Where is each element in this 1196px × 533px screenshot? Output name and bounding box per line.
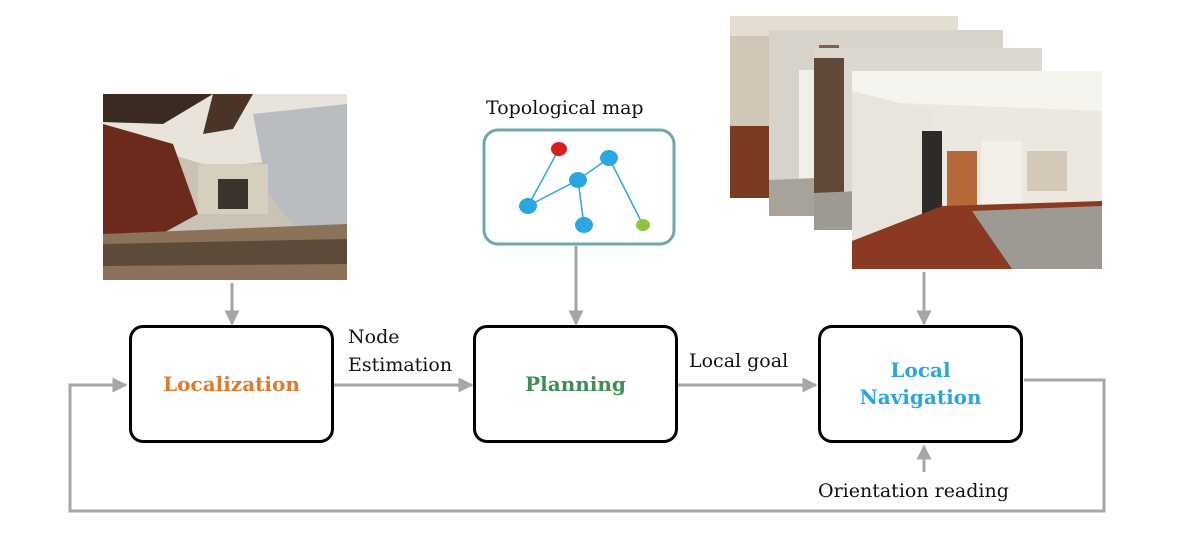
localization-box: Localization — [129, 325, 334, 443]
planning-box: Planning — [473, 325, 678, 443]
local-goal-label: Local goal — [689, 350, 789, 372]
topological-map-title: Topological map — [486, 97, 644, 119]
planning-label: Planning — [525, 371, 626, 396]
local-navigation-box: Local Navigation — [818, 325, 1023, 443]
local-navigation-label-line1: Local — [890, 358, 951, 382]
local-navigation-label-line2: Navigation — [859, 385, 982, 409]
node-estimation-line1: Node — [348, 326, 400, 348]
node-estimation-label: Node Estimation — [348, 324, 452, 379]
node-estimation-line2: Estimation — [348, 353, 453, 376]
orientation-reading-label: Orientation reading — [818, 480, 1009, 502]
camera-image — [103, 94, 347, 280]
camera-frame-4 — [852, 71, 1102, 269]
localization-label: Localization — [163, 371, 300, 396]
feedback-loop — [68, 377, 1106, 513]
